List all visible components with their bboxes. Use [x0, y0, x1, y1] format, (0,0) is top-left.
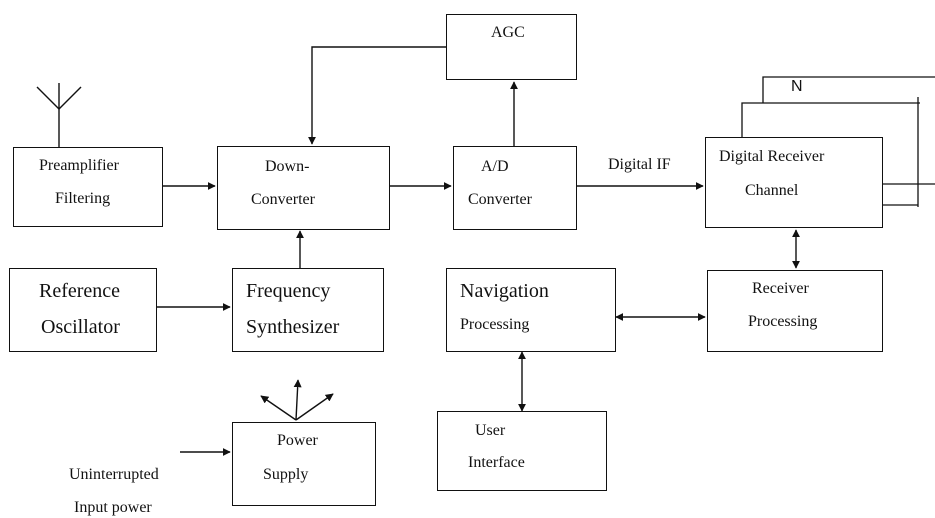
channel-count-label: N	[791, 78, 803, 95]
digital-if-label: Digital IF	[608, 156, 671, 173]
frequency-label: Frequency	[246, 280, 331, 302]
agc-block	[446, 14, 577, 80]
adc-label-line1: A/D	[481, 158, 509, 175]
navigation-processing-block	[446, 268, 616, 352]
input-power-label: Input power	[74, 499, 152, 516]
interface-label: Interface	[468, 454, 525, 471]
user-label: User	[475, 422, 506, 439]
reference-oscillator-block	[9, 268, 157, 352]
oscillator-label: Oscillator	[41, 316, 120, 338]
uninterrupted-label: Uninterrupted	[69, 466, 159, 483]
receiver-processing-block	[707, 270, 883, 352]
reference-label: Reference	[39, 280, 121, 302]
filtering-label: Filtering	[55, 190, 111, 207]
supply-label: Supply	[263, 466, 309, 483]
downconverter-label-line2: Converter	[251, 191, 315, 208]
frequency-synthesizer-block	[232, 268, 384, 352]
synthesizer-label: Synthesizer	[246, 316, 340, 338]
receiver-label: Receiver	[752, 280, 809, 297]
preamplifier-block	[13, 147, 163, 227]
receiver-channel-label-line1: Digital Receiver	[719, 148, 825, 165]
user-interface-block	[437, 411, 607, 491]
receiver-channel-block	[705, 137, 883, 228]
navigation-label: Navigation	[460, 280, 549, 302]
channel-stack-outline	[741, 76, 935, 207]
adc-block	[453, 146, 577, 230]
receiver-channel-label-line2: Channel	[745, 182, 799, 199]
arrow-agc-to-downconverter	[308, 46, 446, 145]
power-output-arrows	[260, 379, 334, 421]
power-label: Power	[277, 432, 318, 449]
agc-label: AGC	[491, 24, 525, 41]
adc-label-line2: Converter	[468, 191, 532, 208]
navigation-processing-label: Processing	[460, 316, 530, 333]
connectors	[157, 46, 800, 456]
downconverter-label-line1: Down-	[265, 158, 310, 175]
downconverter-block	[217, 146, 390, 230]
receiver-processing-label: Processing	[748, 313, 818, 330]
power-supply-block	[232, 422, 376, 506]
preamplifier-label: Preamplifier	[39, 157, 119, 174]
antenna-icon	[36, 83, 82, 147]
